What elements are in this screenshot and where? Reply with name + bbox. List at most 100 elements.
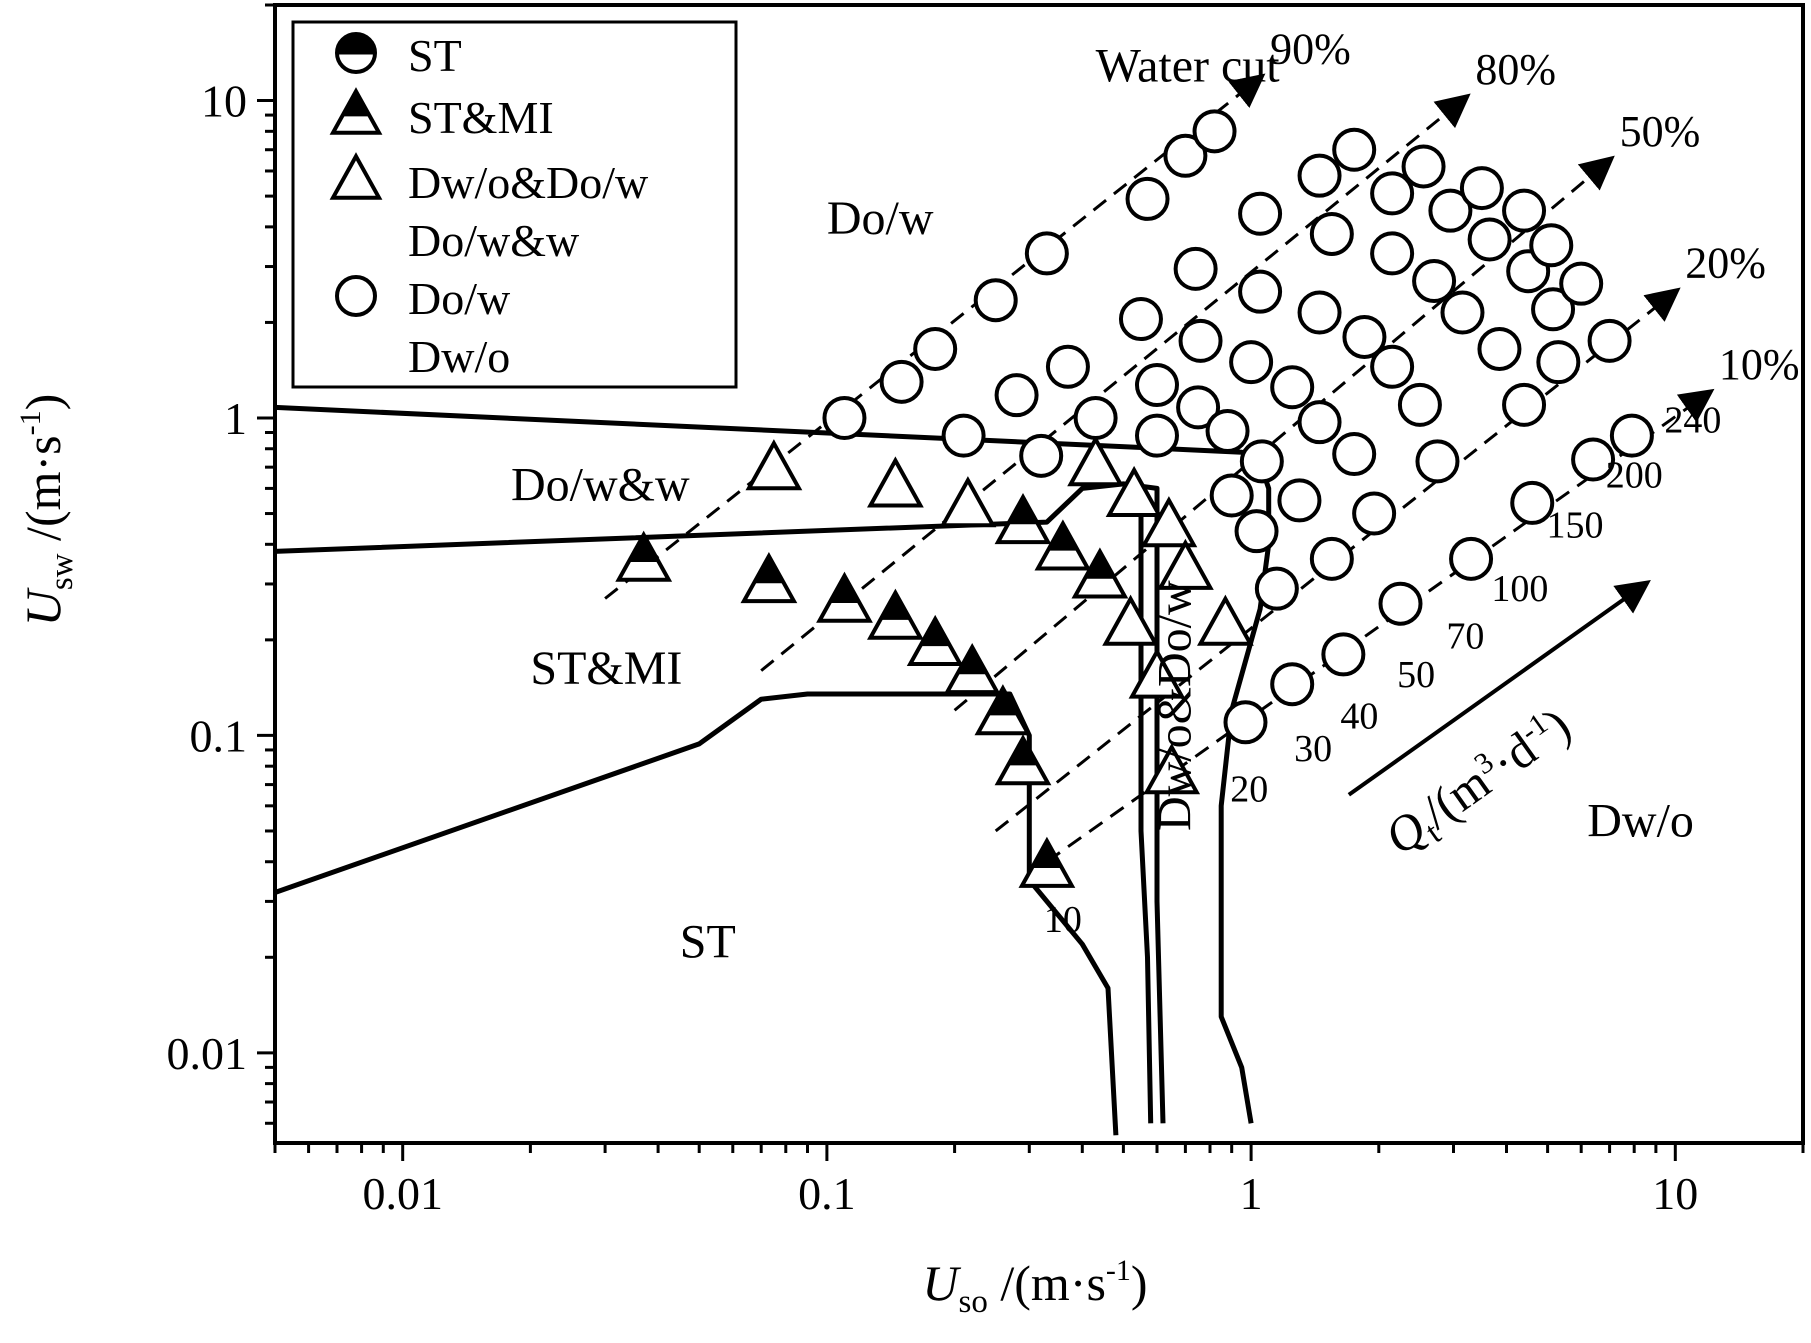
legend-label: Do/w [408,273,511,324]
marker-open-circle-62 [1449,536,1494,581]
marker-open-circle-29 [1297,290,1342,335]
region-label: Dw/o&Do/w [1149,580,1202,831]
marker-open-circle-2 [913,326,958,371]
marker-open-circle-26 [1205,408,1250,453]
marker-open-circle-43 [1440,290,1485,335]
marker-open-circle-41 [1370,344,1415,389]
marker-open-circle-35 [1209,473,1254,518]
marker-open-circle-8 [941,413,986,458]
x-tick-label: 1 [1240,1168,1263,1219]
marker-open-circle-19 [1178,318,1223,363]
legend-label: Do/w&w [408,215,580,266]
marker-open-circle-4 [1024,231,1069,276]
marker-open-triangle-0 [745,439,803,491]
legend-marker-0 [335,32,377,74]
legend-marker-2 [329,152,383,200]
marker-open-circle-0 [822,395,867,440]
marker-open-circle-1 [879,359,924,404]
marker-half-triangle-0 [615,530,673,582]
marker-open-triangle-9 [1128,647,1186,699]
marker-open-circle-17 [1073,395,1118,440]
marker-open-circle-40 [1332,432,1377,477]
water-cut-line-20% [994,287,1681,833]
water-cut-title: Water cut [1096,39,1281,92]
marker-open-circle-64 [1571,437,1616,482]
marker-open-circle-61 [1378,581,1423,626]
marker-open-circle-22 [1370,171,1415,216]
region-label: Do/w&w [511,458,690,511]
legend-label: ST&MI [408,92,554,143]
marker-open-circle-9 [994,373,1039,418]
marker-open-circle-46 [1502,188,1547,233]
marker-open-circle-42 [1397,382,1442,427]
marker-open-circle-13 [1238,191,1283,236]
marker-half-triangle-6 [974,684,1032,736]
marker-half-triangle-4 [906,614,964,666]
marker-open-circle-56 [1536,340,1581,385]
marker-open-circle-51 [1254,566,1299,611]
marker-open-circle-49 [1531,287,1576,332]
data-markers [615,109,1654,888]
marker-half-triangle-1 [740,551,798,604]
flow-rate-label: 20 [1230,768,1268,810]
marker-open-circle-28 [1270,365,1315,410]
marker-open-circle-25 [1176,385,1221,430]
marker-open-circle-23 [1401,144,1446,189]
marker-open-circle-36 [1239,439,1284,484]
marker-half-triangle-10 [1034,519,1092,571]
flow-rate-label: 100 [1491,568,1548,610]
region-label: ST [680,915,736,968]
marker-open-circle-55 [1502,382,1547,427]
marker-open-triangle-3 [1067,435,1124,487]
water-cut-label: 80% [1475,45,1556,94]
legend-label: Dw/o [408,331,510,382]
marker-open-circle-53 [1352,491,1397,536]
marker-half-triangle-7 [994,734,1052,786]
x-tick-label: 10 [1652,1168,1698,1219]
boundary-curve-3 [1138,516,1154,1124]
marker-open-triangle-10 [1143,743,1201,795]
flow-rate-label: 40 [1340,696,1378,738]
region-label: Do/w [827,192,934,245]
marker-half-triangle-5 [943,642,1001,695]
x-tick-label: 0.01 [362,1168,443,1219]
marker-open-circle-3 [973,278,1018,323]
marker-open-circle-32 [1412,259,1457,304]
marker-open-circle-63 [1510,480,1555,525]
marker-open-circle-50 [1559,261,1604,306]
legend-label: ST [408,30,462,81]
water-cut-label: 10% [1719,340,1800,389]
marker-open-circle-21 [1309,211,1354,256]
marker-open-circle-6 [1163,133,1208,178]
marker-open-circle-5 [1125,176,1170,221]
marker-open-circle-59 [1270,662,1315,707]
water-cut-label: 50% [1620,107,1701,156]
marker-open-circle-30 [1342,314,1387,359]
marker-open-circle-12 [1173,246,1218,291]
marker-open-triangle-6 [1140,496,1198,548]
marker-open-circle-33 [1428,188,1473,233]
marker-open-circle-27 [1229,340,1274,385]
marker-open-circle-24 [1134,413,1179,458]
y-tick-label: 1 [224,393,247,444]
marker-open-triangle-4 [1105,465,1163,517]
marker-open-circle-37 [1234,509,1279,554]
marker-open-circle-65 [1609,413,1654,458]
x-tick-label: 0.1 [798,1168,856,1219]
legend-marker-3 [335,275,377,317]
flow-rate-label: 240 [1664,400,1721,442]
legend-marker-1 [329,87,383,135]
x-axis-title: Uso /(m·s-1) [922,1254,1147,1320]
marker-open-circle-39 [1297,400,1342,445]
y-tick-label: 10 [201,76,247,127]
y-tick-label: 0.1 [190,710,248,761]
y-axis-title: Usw /(m·s-1) [14,394,80,627]
water-cut-line-80% [760,93,1471,672]
water-cut-label: 90% [1270,25,1351,74]
marker-open-circle-16 [1019,433,1064,478]
marker-open-circle-58 [1223,700,1268,745]
marker-open-circle-60 [1321,632,1366,677]
